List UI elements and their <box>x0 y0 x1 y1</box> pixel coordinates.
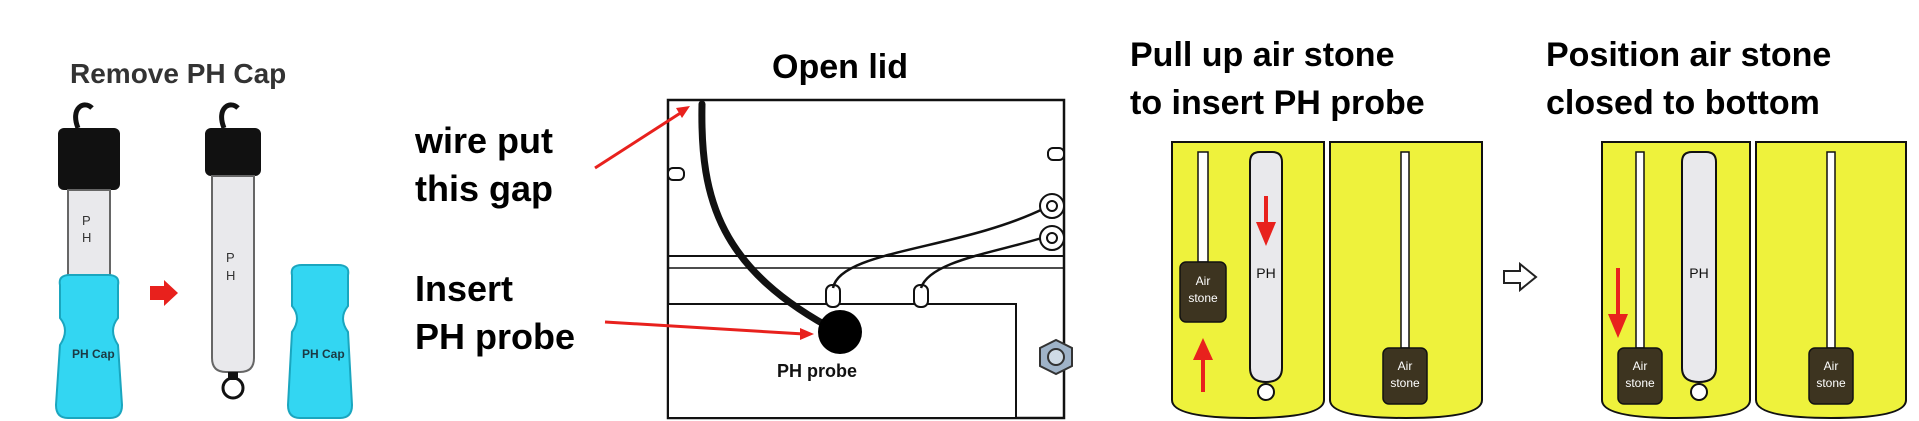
red-pointer-arrow-icon <box>1193 338 1213 392</box>
connector-top <box>1039 193 1065 219</box>
position-title-line-1: Position air stone <box>1546 36 1832 74</box>
red-pointer-arrow-icon <box>604 320 814 340</box>
pull-up-illustration: Air stone PH Air stone <box>1171 141 1483 420</box>
panel-open-lid: Open lid wire put this gap Insert PH pro… <box>400 0 1100 421</box>
probe-with-cap: P H PH Cap <box>54 102 124 419</box>
insert-note-line-2: PH probe <box>415 316 576 357</box>
wire-note-line-2: this gap <box>415 168 554 209</box>
ph-probe-inserted: PH <box>1681 151 1717 401</box>
panel-remove-cap: Remove PH Cap P H PH Cap P H <box>0 0 400 421</box>
air-stone-label-2: stone <box>1188 291 1218 305</box>
cap-label-2: PH Cap <box>302 347 345 361</box>
air-stone-label-5: Air <box>1633 359 1648 373</box>
remove-cap-illustration: P H PH Cap P H PH Cap <box>54 102 354 419</box>
pull-up-title-line-1: Pull up air stone <box>1130 36 1395 74</box>
connector-bottom <box>1039 225 1065 251</box>
insert-note-line-1: Insert <box>415 268 514 309</box>
wire-note-line-1: wire put <box>415 120 554 161</box>
bare-probe-label-top: P <box>226 250 235 265</box>
probe-hole-label: PH probe <box>777 361 857 381</box>
panel-pull-up: Pull up air stone to insert PH probe Air… <box>1100 0 1520 421</box>
air-stone-label-1: Air <box>1196 274 1211 288</box>
red-pointer-arrow-icon <box>594 106 690 170</box>
cap-label-1: PH Cap <box>72 347 115 361</box>
air-stone-right: Air stone <box>1382 347 1428 405</box>
probe-label-bottom: H <box>82 230 91 245</box>
lid-posts <box>825 284 929 308</box>
bare-probe-label-bottom: H <box>226 268 235 283</box>
air-stone-left: Air stone <box>1179 261 1227 323</box>
bare-probe: P H <box>205 102 261 400</box>
hex-nut <box>1039 338 1073 376</box>
air-stone-label-4: stone <box>1390 376 1420 390</box>
open-lid-illustration: PH probe <box>594 98 1073 420</box>
red-pointer-arrow-icon <box>1256 196 1276 246</box>
remove-cap-title: Remove PH Cap <box>70 58 287 89</box>
ph-probe-raised: PH <box>1249 151 1283 401</box>
air-stone-label-3: Air <box>1398 359 1413 373</box>
air-stone-label-6: stone <box>1625 376 1655 390</box>
removed-cap: PH Cap <box>286 264 354 419</box>
open-lid-title: Open lid <box>772 48 908 86</box>
air-stone-label-7: Air <box>1824 359 1839 373</box>
probe-label-top: P <box>82 213 91 228</box>
red-pointer-arrow-icon <box>1608 268 1628 338</box>
probe-hole <box>818 310 862 354</box>
pull-up-title-line-2: to insert PH probe <box>1130 84 1425 122</box>
right-arrow-red-icon <box>150 280 178 306</box>
position-illustration: Air stone PH Air stone <box>1601 141 1907 420</box>
air-stone-right-bottom: Air stone <box>1808 347 1854 405</box>
panel-position: Position air stone closed to bottom Air … <box>1540 0 1919 421</box>
air-stone-left-bottom: Air stone <box>1617 347 1663 405</box>
ph-probe-label-2: PH <box>1689 265 1708 281</box>
ph-probe-label: PH <box>1256 265 1275 281</box>
air-stone-label-8: stone <box>1816 376 1846 390</box>
hollow-right-arrow-icon <box>1503 262 1538 292</box>
position-title-line-2: closed to bottom <box>1546 84 1820 122</box>
